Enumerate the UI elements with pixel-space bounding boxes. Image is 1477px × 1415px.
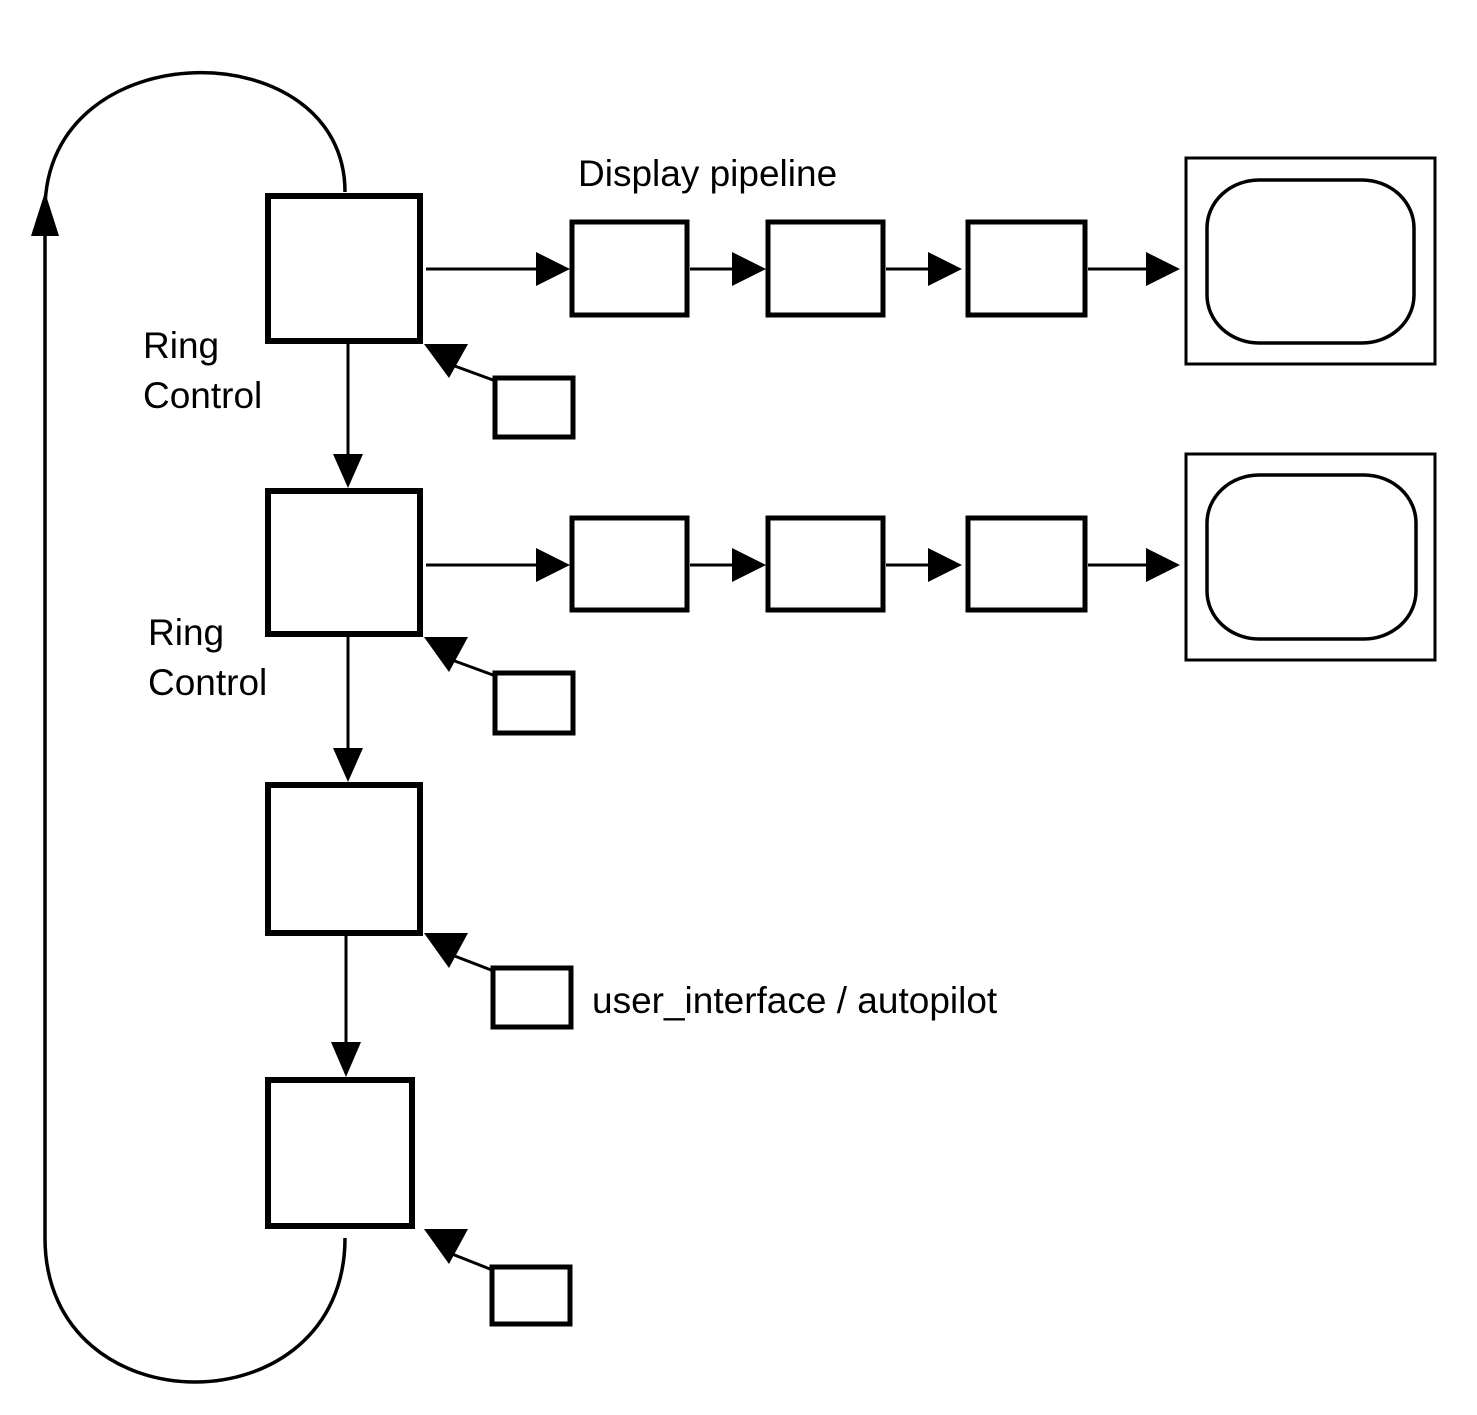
ring-node-4 [265,1077,415,1229]
pipeline-1-stage-2 [765,219,886,318]
pipeline-1-stage-3 [965,219,1088,318]
input-arrow-3-head [424,933,468,968]
ring-loop-line [43,71,347,1384]
ring-node-3 [265,782,423,936]
pipeline-2-arrow-out-head [1146,548,1180,582]
pipeline-1-arrow-in-head [536,252,570,286]
pipeline-1-arrow-1-2-head [732,252,766,286]
input-arrow-4-head [424,1229,468,1264]
pipeline-1-arrow-out-head [1146,252,1180,286]
pipeline-1-stage-1 [569,219,690,318]
pipeline-2-arrow-2-3-head [928,548,962,582]
monitor-2 [1184,452,1437,662]
monitor-2-screen [1205,473,1418,641]
input-box-3 [490,965,574,1030]
pipeline-2-stage-3 [965,515,1088,613]
pipeline-2-stage-2 [765,515,886,613]
pipeline-2-stage-1 [569,515,690,613]
pipeline-1-arrow-2-3-head [928,252,962,286]
input-box-1 [492,375,576,440]
ring-loop-arrowhead [31,192,59,236]
pipeline-2-arrow-1-2-head [732,548,766,582]
input-arrow-2-head [424,637,468,672]
input-arrow-4 [451,1252,491,1271]
monitor-1 [1184,156,1437,366]
ring-connector-1-2-arrowhead [333,454,363,488]
monitor-1-screen [1205,178,1416,345]
input-arrow-3 [451,953,492,972]
pipeline-2-arrow-in-head [536,548,570,582]
ring-node-2 [265,488,423,637]
ring-control-1-label-line2: Control [143,375,262,416]
display-pipeline-label: Display pipeline [578,153,837,194]
input-arrow-2 [451,658,494,677]
ring-node-1 [265,193,423,344]
input-arrow-1-head [424,344,468,378]
ring-control-2-label-line1: Ring [148,612,224,653]
input-box-4 [489,1264,573,1327]
ring-connector-3-4-arrowhead [331,1042,361,1077]
ring-control-1-label-line1: Ring [143,325,219,366]
input-box-2 [492,670,576,736]
ring-connector-2-3-arrowhead [333,748,363,782]
ring-control-2-label-line2: Control [148,662,267,703]
input-arrow-1 [451,363,494,382]
user-interface-label: user_interface / autopilot [592,980,998,1021]
